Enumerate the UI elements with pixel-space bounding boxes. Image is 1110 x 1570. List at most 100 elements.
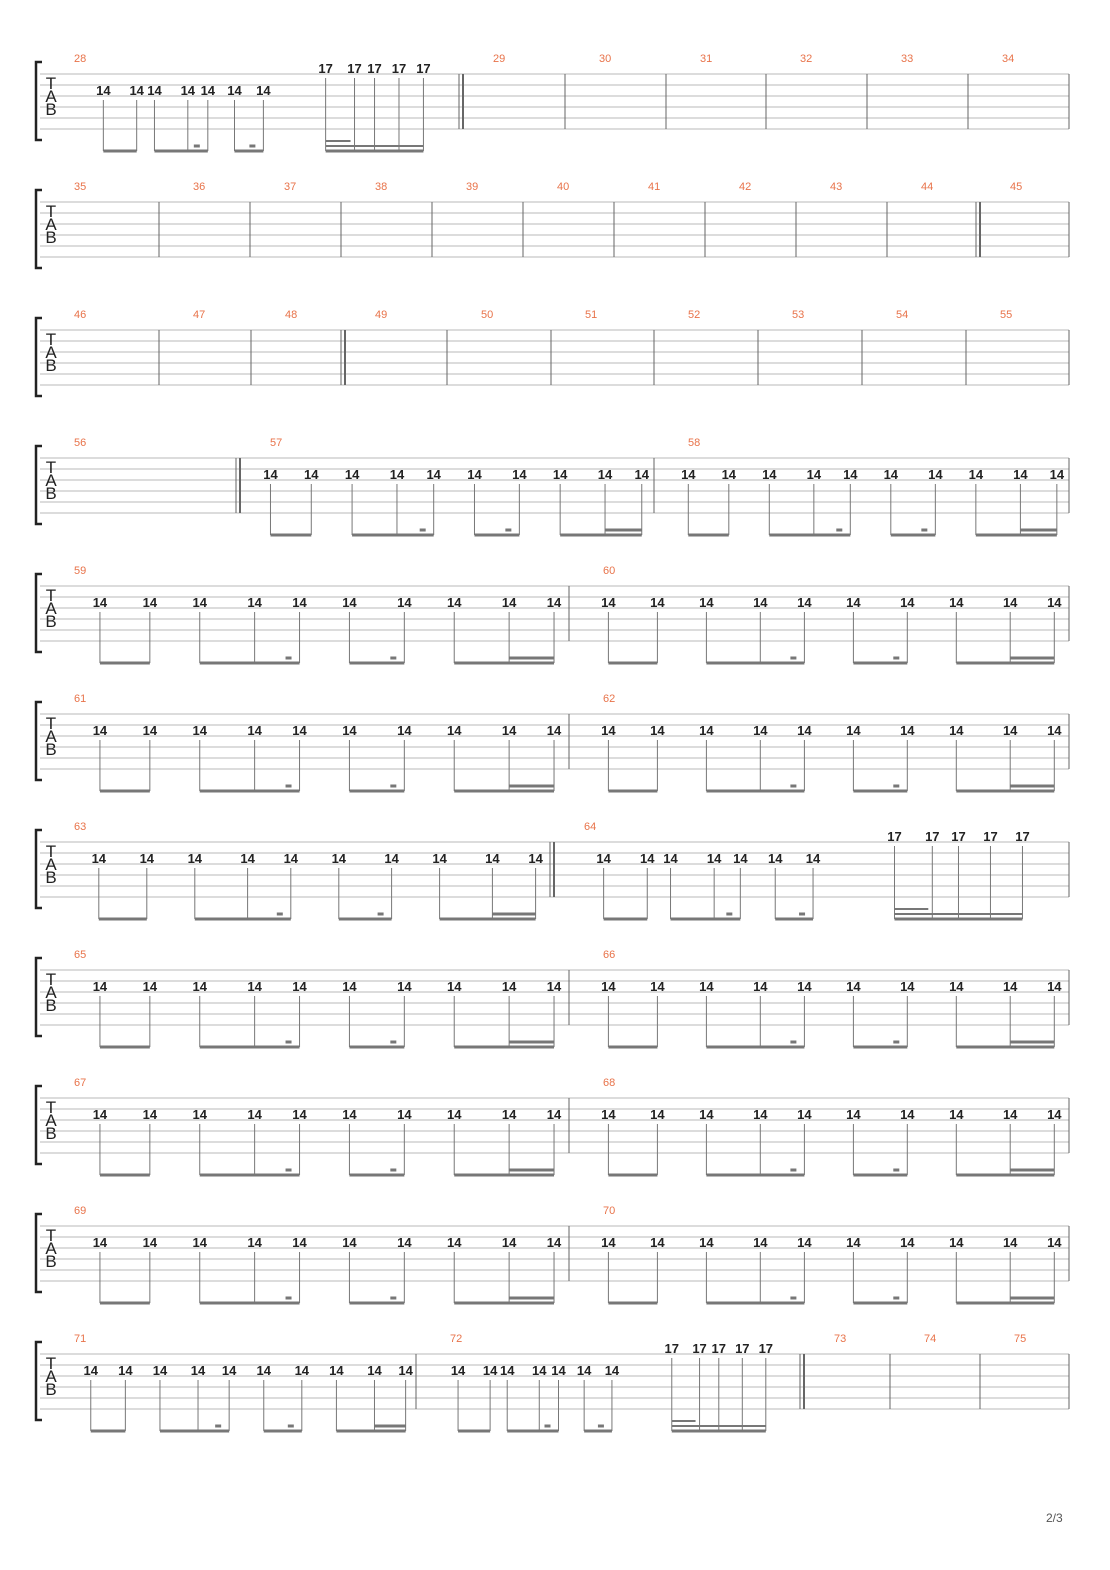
measure-number: 51 [585,309,597,321]
fret-number: 14 [191,1363,206,1378]
fret-number: 14 [84,1363,99,1378]
measure-number: 75 [1014,1333,1026,1345]
measure-number: 67 [74,1077,86,1089]
fret-number: 14 [640,851,655,866]
fret-number: 14 [797,595,812,610]
fret-number: 14 [949,979,964,994]
fret-number: 17 [735,1341,749,1356]
tab-clef-letter: T [46,842,56,861]
fret-number: 14 [846,595,861,610]
fret-number: 14 [1047,979,1062,994]
fret-number: 14 [500,1363,515,1378]
fret-number: 14 [753,979,768,994]
fret-number: 14 [900,723,915,738]
measure-number: 34 [1002,53,1014,65]
fret-number: 14 [753,723,768,738]
fret-number: 14 [601,1107,616,1122]
fret-number: 14 [342,723,357,738]
fret-number: 14 [528,851,543,866]
fret-number: 14 [1003,979,1018,994]
fret-number: 14 [846,1235,861,1250]
measure-number: 60 [603,565,615,577]
tab-clef-letter: B [45,1380,56,1399]
tab-clef-letter: T [46,1098,56,1117]
fret-number: 14 [247,595,262,610]
tab-clef-letter: A [45,855,57,874]
fret-number: 14 [900,979,915,994]
fret-number: 14 [1050,467,1065,482]
system-bracket [34,60,42,142]
fret-number: 17 [759,1341,773,1356]
fret-number: 14 [681,467,696,482]
measure-number: 55 [1000,309,1012,321]
measure-number: 73 [834,1333,846,1345]
fret-number: 14 [1047,595,1062,610]
fret-number: 17 [318,61,332,76]
tab-clef-letter: T [46,1226,56,1245]
tab-clef-letter: T [46,458,56,477]
fret-number: 14 [193,595,208,610]
fret-number: 14 [846,723,861,738]
fret-number: 14 [797,723,812,738]
fret-number: 14 [1047,723,1062,738]
measure-number: 45 [1010,181,1022,193]
measure-number: 40 [557,181,569,193]
fret-number: 14 [367,1363,382,1378]
fret-number: 14 [193,1235,208,1250]
system-bracket [34,828,42,910]
fret-number: 14 [502,595,517,610]
measure-number: 33 [901,53,913,65]
fret-number: 14 [699,595,714,610]
measure-number: 71 [74,1333,86,1345]
fret-number: 14 [263,467,278,482]
tab-clef-letter: B [45,228,56,247]
fret-number: 14 [547,1107,562,1122]
fret-number: 14 [753,595,768,610]
tab-clef-letter: A [45,1111,57,1130]
fret-number: 14 [512,467,527,482]
fret-number: 14 [601,979,616,994]
fret-number: 14 [257,1363,272,1378]
measure-number: 47 [193,309,205,321]
fret-number: 14 [397,1235,412,1250]
tab-clef-letter: T [46,970,56,989]
measure-number: 46 [74,309,86,321]
fret-number: 14 [900,1235,915,1250]
fret-number: 14 [846,979,861,994]
system-bracket [34,444,42,526]
fret-number: 14 [426,467,441,482]
fret-number: 14 [247,1235,262,1250]
measure-number: 52 [688,309,700,321]
fret-number: 14 [447,723,462,738]
fret-number: 14 [188,851,203,866]
fret-number: 14 [193,979,208,994]
tab-clef-letter: B [45,1252,56,1271]
tab-clef-letter: B [45,868,56,887]
tab-clef-letter: T [46,330,56,349]
fret-number: 14 [843,467,858,482]
system-bracket [34,188,42,270]
fret-number: 14 [699,723,714,738]
fret-number: 17 [925,829,939,844]
measure-number: 61 [74,693,86,705]
tab-clef-letter: A [45,1367,57,1386]
fret-number: 14 [650,1235,665,1250]
fret-number: 14 [949,1107,964,1122]
fret-number: 14 [143,595,158,610]
system-bracket [34,1340,42,1422]
measure-number: 44 [921,181,933,193]
tab-clef-letter: A [45,343,57,362]
measure-number: 41 [648,181,660,193]
fret-number: 14 [699,979,714,994]
fret-number: 14 [485,851,500,866]
tab-clef-letter: T [46,586,56,605]
fret-number: 14 [650,723,665,738]
measure-number: 68 [603,1077,615,1089]
fret-number: 14 [551,1363,566,1378]
